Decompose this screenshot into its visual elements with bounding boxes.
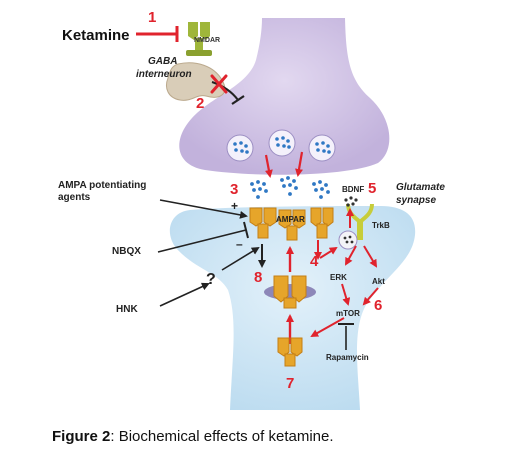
bdnf-dots [344,196,358,207]
hnk-arrow [159,282,210,307]
trkb-label: TrkB [372,221,390,230]
vesicle-group [226,129,336,162]
nmdar-label: NMDAR [194,37,220,44]
ampa-potentiating-arrow [159,199,248,219]
endocytosed-ampar [264,275,316,309]
hnk-label: HNK [116,304,138,315]
rapamycin-label: Rapamycin [326,353,369,362]
gaba-interneuron [166,62,226,101]
trkb-erk-arrow [345,245,357,266]
vesicle [268,129,296,157]
mtor-translation-arrow [310,317,345,337]
ampar-label: AMPAR [276,215,305,224]
erk-label: ERK [330,273,347,282]
step-5: 5 [368,180,376,197]
presynaptic-terminal [179,18,390,175]
gaba-inhibition-arc [211,81,239,101]
akt-label: Akt [372,277,385,286]
caption-prefix: Figure 2 [52,428,111,445]
step-4: 4 [310,253,319,270]
vesicle-glutamate-dots [233,136,331,154]
glutamate-cleft [250,176,330,199]
ampa-agents-label-2: agents [58,192,91,203]
question-arrow [221,246,260,271]
step-8: 8 [254,269,262,286]
bdnf-label: BDNF [342,185,364,194]
step-3: 3 [230,181,238,198]
erk-mtor-arrow [341,283,351,306]
trkb-akt-arrow [363,245,378,268]
vesicle [226,134,254,162]
step-7: 7 [286,375,294,392]
figure-caption: Figure 2: Biochemical effects of ketamin… [52,428,334,445]
plus-ampa-label: + [231,199,238,213]
akt-mtor-arrow [362,287,379,306]
nbqx-inhibit-line [157,229,247,253]
ketamine-label: Ketamine [62,27,130,44]
vesicle [308,134,336,162]
bdnf-vesicle [338,230,358,250]
mtor-label: mTOR [336,309,360,318]
release-arrow [264,154,273,178]
interneuron-label: interneuron [136,69,192,80]
nmdar-receptor [186,22,212,56]
step-1: 1 [148,9,156,26]
blocked-x-icon [210,74,228,94]
glutamate-label: Glutamate [396,182,445,193]
new-ampar [277,337,303,367]
step-6: 6 [374,297,382,314]
ampa-receptor-center [278,209,306,241]
ampar-erk-arrow [319,246,338,259]
release-arrow [295,151,304,177]
ampa-receptor-right [310,207,334,239]
step-2: 2 [196,95,204,112]
ampa-receptor-left [249,207,277,239]
synapse-label: synapse [396,195,436,206]
minus-nbqx-label: – [236,237,243,251]
nbqx-label: NBQX [112,246,141,257]
gaba-label: GABA [148,56,177,67]
caption-text: : Biochemical effects of ketamine. [110,428,334,445]
question-label: ? [206,271,216,288]
ampa-agents-label-1: AMPA potentiating [58,180,146,191]
